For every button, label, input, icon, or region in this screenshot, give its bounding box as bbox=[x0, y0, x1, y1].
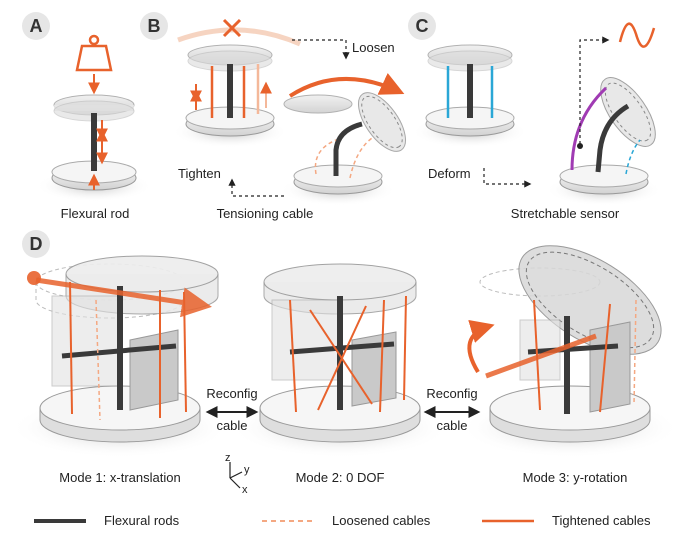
reconfig-label-1: Reconfig bbox=[206, 386, 258, 401]
mode-1-caption: Mode 1: x-translation bbox=[59, 470, 181, 485]
mode-2-diagram bbox=[230, 263, 450, 458]
axis-x-label: x bbox=[242, 484, 248, 496]
label-loosen: Loosen bbox=[352, 40, 395, 55]
signal-wave-icon bbox=[618, 22, 656, 48]
axis-z-label: z bbox=[225, 452, 231, 464]
caption-tensioning-cable: Tensioning cable bbox=[216, 206, 314, 221]
legend-flexural-label: Flexural rods bbox=[104, 513, 180, 528]
reconfig-label-2b: cable bbox=[436, 418, 468, 433]
reconfig-label-1b: cable bbox=[216, 418, 248, 433]
legend-loosened-label: Loosened cables bbox=[332, 513, 431, 528]
caption-stretchable-sensor: Stretchable sensor bbox=[510, 206, 620, 221]
axis-y-label: y bbox=[244, 464, 250, 476]
axes-triad bbox=[229, 462, 243, 489]
panel-b bbox=[172, 18, 406, 206]
mode-3-caption: Mode 3: y-rotation bbox=[522, 470, 628, 485]
panel-c-letter: C bbox=[408, 12, 436, 40]
panel-a-letter: A bbox=[22, 12, 50, 40]
panel-d-letter: D bbox=[22, 230, 50, 258]
label-deform: Deform bbox=[428, 166, 471, 181]
panel-a bbox=[36, 34, 152, 202]
legend-tightened-label: Tightened cables bbox=[552, 513, 651, 528]
flexural-rod bbox=[91, 113, 97, 171]
mode-3-diagram bbox=[460, 245, 678, 458]
label-tighten: Tighten bbox=[178, 166, 221, 181]
reconfig-label-2: Reconfig bbox=[426, 386, 478, 401]
panel-c bbox=[412, 22, 662, 206]
mode-1-diagram bbox=[10, 255, 230, 458]
panel-b-letter: B bbox=[140, 12, 168, 40]
mode-2-caption: Mode 2: 0 DOF bbox=[295, 470, 385, 485]
weight-icon bbox=[75, 34, 113, 72]
caption-flexural-rod: Flexural rod bbox=[60, 206, 130, 221]
panel-d bbox=[10, 245, 678, 489]
